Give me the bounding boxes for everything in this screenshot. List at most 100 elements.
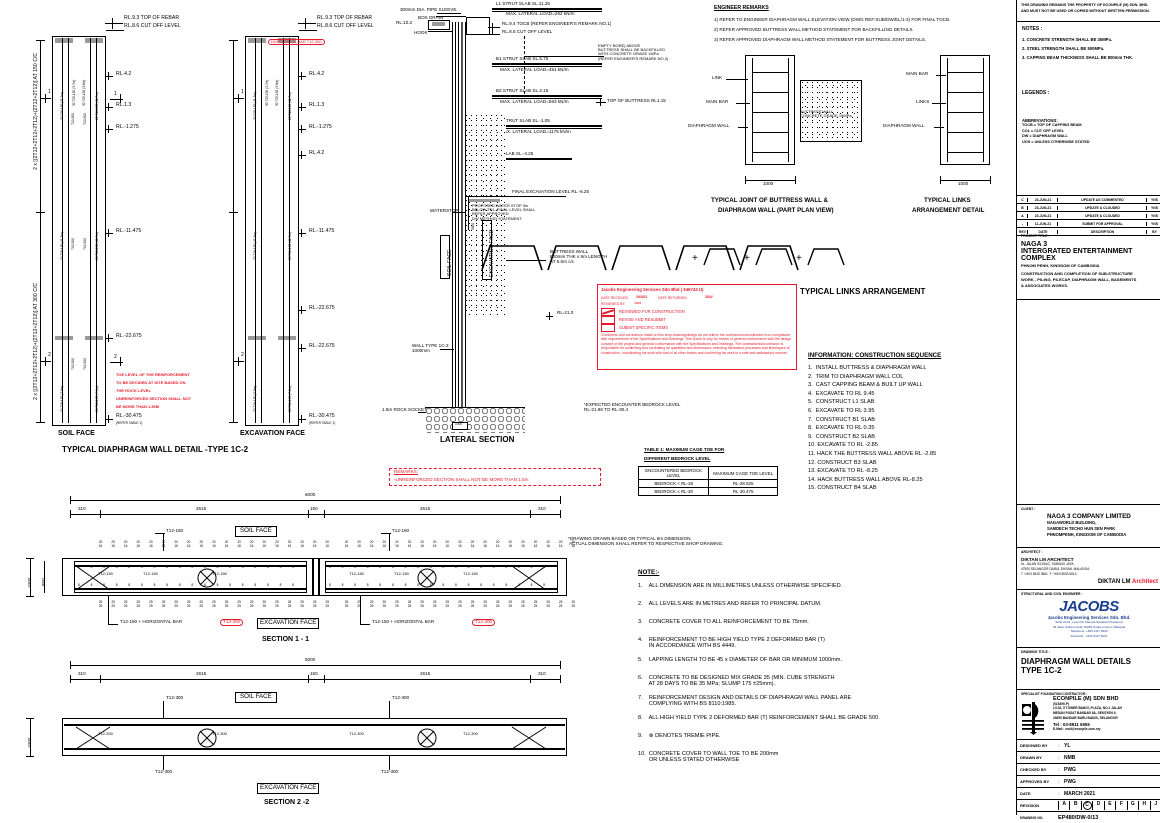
revision-cell-A[interactable]: A: [1058, 801, 1069, 810]
tb-field-designed-by: DESIGNED BY:YL: [1017, 740, 1160, 752]
rebar-count-label: 8: [354, 584, 356, 587]
table1-title-2: DIFFERENT BEDROCK LEVEL: [644, 457, 710, 462]
excavation-face-caption: EXCAVATION FACE: [240, 430, 305, 437]
revision-cell-F[interactable]: F: [1115, 801, 1126, 810]
rebar-count-label: 8: [267, 566, 269, 569]
waterstop-dim-3000: 3000: [472, 223, 475, 230]
rebar-count-label: 8: [78, 584, 80, 587]
note-item-9: 9. ⊗ DENOTES TREMIE PIPE.: [638, 734, 721, 740]
s11-soil-face: SOIL FACE: [240, 528, 272, 535]
revision-cell-E[interactable]: E: [1104, 801, 1115, 810]
wall-type-label: WALL TYPE 1C-2 1000mm: [412, 344, 449, 354]
rebar-count-label: 8: [468, 584, 470, 587]
soil-bar-label-6: 20 T16-150 (7.8m): [61, 386, 64, 412]
tb-field-key: APPROVED BY: [1017, 779, 1058, 784]
rebar-count-label: 8: [367, 566, 369, 569]
rebar-count-label: 8: [342, 566, 344, 569]
final-excavation-label: FINAL EXCAVATION LEVEL RL.-8.25: [512, 190, 589, 195]
tb-field-key: DESIGNED BY: [1017, 743, 1058, 748]
table-row: BEDROCK ≤ RL-30 RL-30.475: [639, 488, 778, 496]
s22-dim-3: 2615: [420, 672, 430, 677]
note-item-4: 4. REINFORCEMENT TO BE HIGH YIELD TYPE 2…: [638, 638, 825, 650]
revision-cell-B[interactable]: B: [1069, 801, 1080, 810]
revision-cell-D[interactable]: D: [1092, 801, 1103, 810]
review-stamp: Jacobs Engineering Services Sdn Bhd ( 54…: [597, 284, 797, 370]
soil-section-mark-2b: 2: [114, 355, 117, 360]
revision-cell-J[interactable]: J: [1150, 801, 1160, 810]
rebar-count-label: 8: [229, 584, 231, 587]
revision-by: YNS: [1147, 206, 1160, 210]
exc-top-rebar-label: RL.9.3 TOP OF REBAR: [317, 16, 372, 21]
construction-step-15: 15. CONSTRUCT B4 SLAB: [808, 486, 877, 492]
links-main-bar-label: MAIN BAR: [906, 72, 928, 77]
svg-text:+: +: [744, 253, 750, 264]
rebar-count-label: 8: [229, 566, 231, 569]
soil-section-mark-2: 2: [48, 353, 51, 358]
rebar-count-label: 8: [430, 584, 432, 587]
engineer-remarks-title: ENGINEER REMARKS: [714, 6, 769, 11]
rebar-count-label: 8: [204, 584, 206, 587]
construction-step-2: 2. TRIM TO DIAPHRAGM WALL COL: [808, 375, 903, 381]
slab-3-load: MAX. LATERAL LOAD=1175 kN/m: [500, 130, 571, 135]
construction-step-9: 9. CONSTRUCT B2 SLAB: [808, 435, 875, 441]
rebar-count-label: 8: [518, 584, 520, 587]
joint-title-1: TYPICAL JOINT OF BUTTRESS WALL &: [711, 198, 828, 205]
links-arrangement-title: TYPICAL LINKS ARRANGEMENT: [800, 288, 925, 296]
table1: ENCOUNTERED BEDROCK LEVEL MAXIMUM CAGE T…: [638, 466, 778, 496]
rebar-count-label: 8: [78, 566, 80, 569]
revision-date: 23-JUN-21: [1028, 206, 1058, 210]
table1-r0c0: BEDROCK < RL-28: [639, 480, 709, 488]
exc-section-mark-1: 1: [241, 90, 244, 95]
s11-mid-tag-e: T12-150: [349, 572, 364, 576]
s22-bar-tag-top-a: T12-300: [166, 696, 183, 701]
rebar-count-label: 8: [518, 566, 520, 569]
revision-date: 22-JUN-21: [1028, 214, 1058, 218]
revision-cell-H[interactable]: H: [1138, 801, 1149, 810]
rebar-count-label: 8: [379, 566, 381, 569]
rebar-count-label: 8: [254, 566, 256, 569]
revision-cell-G[interactable]: G: [1127, 801, 1138, 810]
revision-cell-C[interactable]: C: [1081, 801, 1092, 810]
revision-by: YNS: [1147, 214, 1160, 218]
soil-level-5: RL.-30.475: [116, 414, 142, 419]
section-2-2-title: SECTION 2 -2: [264, 799, 309, 806]
revision-rev: A: [1017, 214, 1028, 218]
tb-field-value: PWG: [1064, 767, 1076, 773]
construction-sequence-title: INFORMATION: CONSTRUCTION SEQUENCE: [808, 353, 941, 360]
note-item-10: 10. CONCRETE COVER TO WALL TOE TO BE 200…: [638, 752, 778, 764]
expected-bedrock-note: *EXPECTED ENCOUNTER BEDROCK LEVEL RL-21.…: [584, 403, 681, 413]
soil-section-mark-1b: 1: [114, 92, 117, 97]
rebar-count-label: 8: [531, 584, 533, 587]
soil-level-2: RL.-1.275: [116, 125, 139, 130]
exc-bar-label-1: 30 T25-150 (3.7m): [266, 80, 269, 106]
rebar-count-label: 8: [242, 566, 244, 569]
lateral-remarks-title: REMARKS:: [394, 470, 418, 475]
stamp-date-received: 29/3/21: [636, 295, 647, 299]
note-item-1: 1. ALL DIMENSION ARE IN MILLIMETRES UNLE…: [638, 584, 842, 590]
s11-dim-0: 310: [78, 507, 86, 512]
note-item-3: 3. CONCRETE COVER TO ALL REINFORCEMENT T…: [638, 620, 809, 626]
rebar-count-label: 8: [191, 566, 193, 569]
lateral-soil-face-label: SOIL FACE: [448, 249, 453, 276]
s11-bottom-tag-red-a: T12-300: [220, 619, 243, 626]
soil-link-label-4: T10-300: [72, 358, 75, 370]
rebar-count-label: 8: [116, 566, 118, 569]
rebar-count-label: 8: [166, 584, 168, 587]
